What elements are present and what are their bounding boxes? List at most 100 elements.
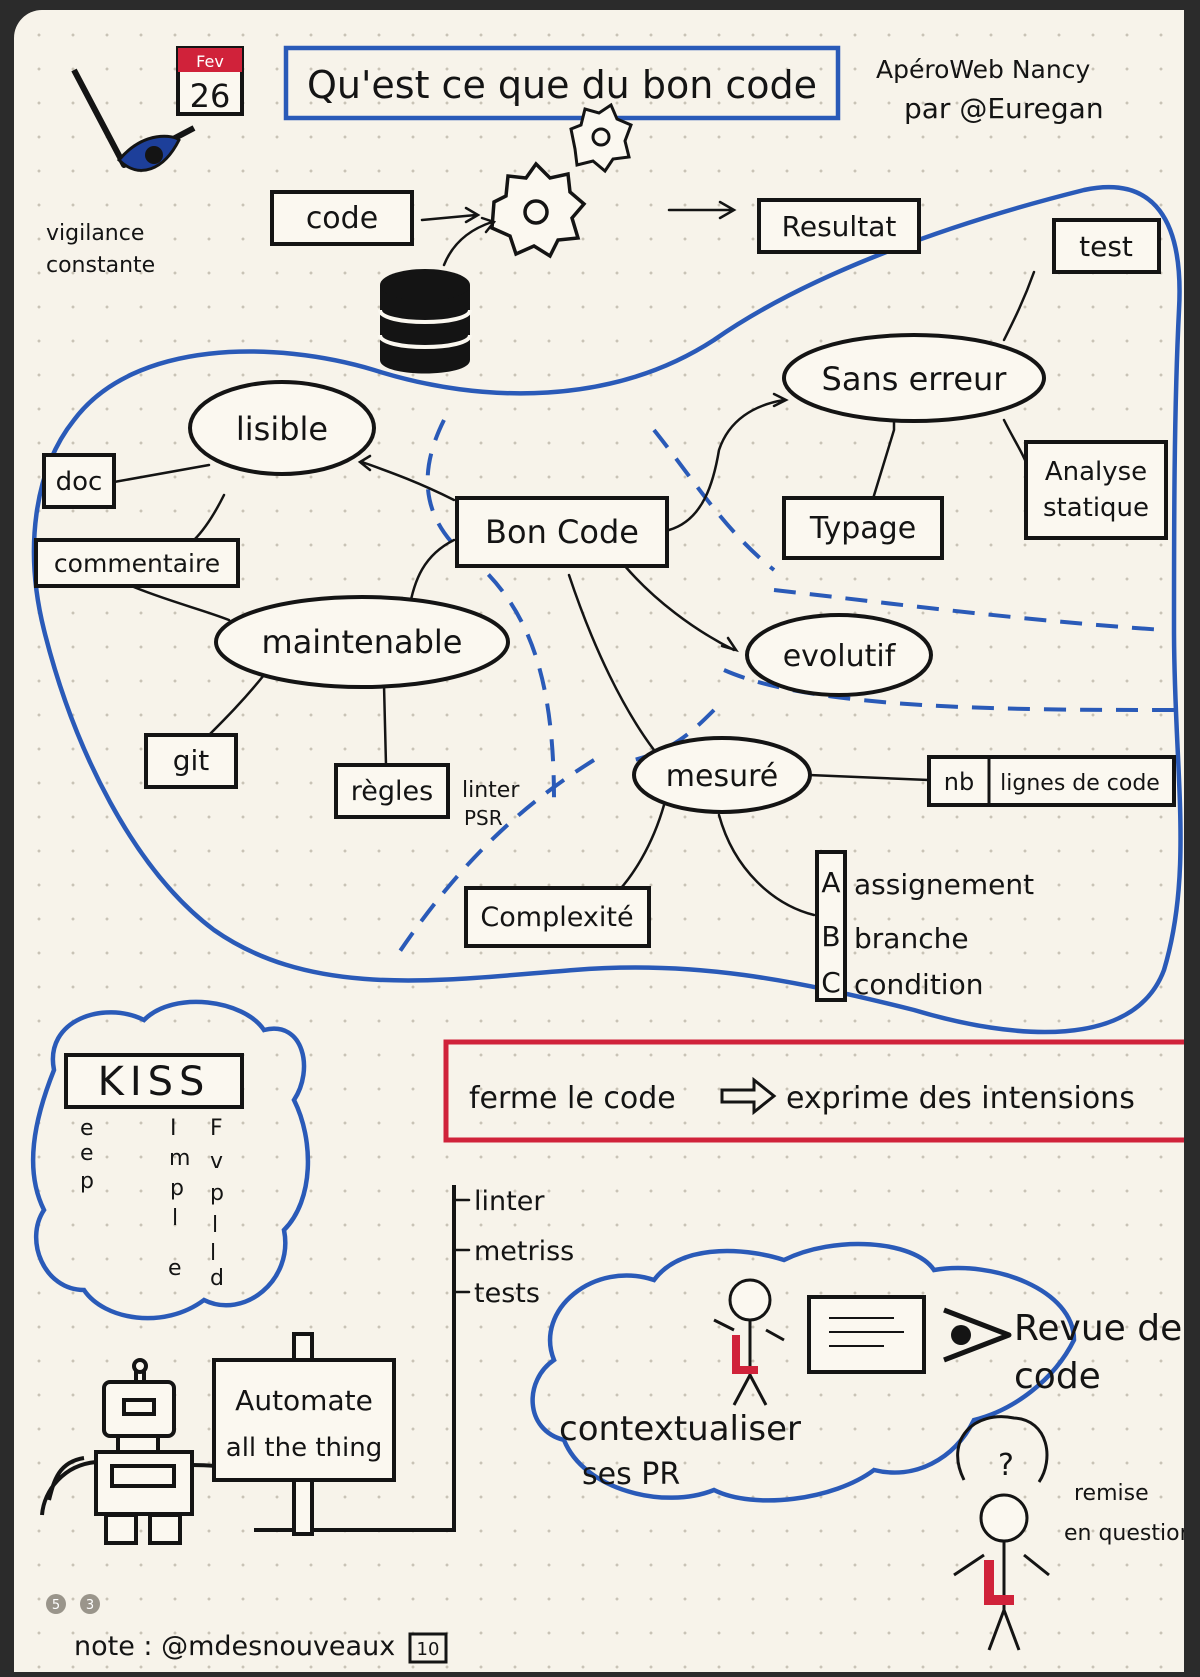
code-label: code (306, 201, 378, 236)
regles-label: règles (351, 776, 433, 807)
footer-badge-1 (46, 1594, 66, 1614)
sign-line-2: all the thing (226, 1433, 382, 1463)
psr-note: PSR (464, 806, 503, 830)
pr-label-2: ses PR (582, 1457, 680, 1492)
gear-icon (490, 161, 587, 259)
center-box (455, 496, 669, 568)
footer-badge-2-text: 3 (86, 1598, 94, 1613)
regles-box (334, 763, 450, 819)
page-title: Qu'est ce que du bon code (307, 63, 817, 107)
evolutif-node (745, 613, 933, 697)
banner-arrow-icon (720, 1076, 777, 1116)
complexite-box (464, 886, 651, 948)
review-label-1: Revue de (1014, 1308, 1182, 1349)
arrow-db-to-gear (442, 216, 497, 267)
abc-word-c: condition (854, 968, 983, 1001)
banner-left: ferme le code (469, 1081, 676, 1116)
sans-erreur-node (782, 333, 1046, 423)
analyse-label-1: Analyse (1045, 457, 1147, 487)
robot-icon (40, 1358, 277, 1545)
database-icon (378, 269, 472, 374)
review-cloud-outline (530, 1241, 1077, 1503)
lisible-node (188, 380, 376, 476)
svg-text:v: v (210, 1149, 223, 1174)
analyse-box (1024, 440, 1168, 540)
arrow-to-result (667, 200, 737, 220)
linter-note: linter (462, 778, 520, 803)
tools-ticks (452, 1198, 471, 1294)
eye-caption-1: vigilance (46, 221, 144, 246)
mesure-node (632, 736, 812, 814)
red-banner (443, 1039, 1184, 1143)
analyse-label-2: statique (1043, 493, 1149, 523)
abc-column (815, 850, 847, 1002)
nb-label: nb (944, 768, 974, 796)
center-label: Bon Code (485, 513, 639, 551)
maintenable-label: maintenable (262, 623, 463, 661)
lignes-label: lignes de code (1000, 771, 1160, 796)
lisible-label: lisible (236, 410, 328, 448)
test-box (1052, 218, 1161, 274)
arrow-to-gear (420, 206, 481, 224)
mindmap-connectors (112, 270, 1036, 917)
question-mark: ? (998, 1448, 1014, 1483)
abc-word-a: assignement (854, 868, 1034, 901)
svg-text:d: d (210, 1266, 224, 1291)
kiss-acronym-columns: e e p I m p l e F v p l l d (80, 1116, 224, 1291)
tools-bracket (254, 1185, 456, 1532)
eye-caption-2: constante (46, 253, 155, 278)
page-number: 10 (417, 1639, 440, 1660)
footer-badge-1-text: 5 (52, 1598, 60, 1613)
abc-letter-c: C (821, 966, 841, 999)
resultat-label: Resultat (782, 210, 897, 243)
tool-tests: tests (474, 1278, 540, 1309)
svg-text:e: e (168, 1256, 182, 1281)
developer-figure (713, 1278, 785, 1406)
svg-text:I: I (170, 1116, 177, 1141)
calendar-month: Fev (196, 52, 224, 71)
svg-text:p: p (80, 1169, 94, 1194)
svg-text:l: l (212, 1213, 218, 1238)
questioning-figure (953, 1415, 1050, 1651)
code-box (270, 190, 414, 246)
remise-label-1: remise (1074, 1481, 1149, 1506)
kiss-title: KISS (98, 1059, 211, 1105)
svg-text:l: l (210, 1241, 216, 1266)
footer-note: note : @mdesnouveaux (74, 1631, 395, 1662)
abc-letter-b: B (821, 920, 840, 953)
svg-text:p: p (170, 1176, 184, 1201)
tool-linter: linter (474, 1186, 545, 1217)
svg-text:e: e (80, 1116, 94, 1141)
gear-icon-small (569, 102, 633, 174)
resultat-box (757, 198, 921, 254)
banner-right: exprime des intensions (786, 1081, 1135, 1116)
tool-metrics: metriss (474, 1236, 574, 1267)
pr-label-1: contextualiser (559, 1409, 801, 1449)
svg-text:p: p (210, 1181, 224, 1206)
evolutif-label: evolutif (783, 639, 897, 674)
review-label-2: code (1014, 1356, 1101, 1397)
git-label: git (173, 744, 210, 777)
git-box (144, 733, 238, 789)
automate-sign: Automate all the thing (212, 1332, 396, 1536)
notebook-page: Fev 26 vigilance constante Qu'est ce que… (14, 10, 1184, 1672)
svg-text:m: m (169, 1146, 190, 1171)
nb-lignes-box (927, 755, 1176, 807)
kiss-box (64, 1053, 244, 1109)
sign-line-1: Automate (235, 1384, 373, 1417)
doc-box (42, 453, 116, 509)
commentaire-box (34, 538, 240, 588)
maintenable-node (214, 595, 510, 689)
blue-cloud-outline (31, 184, 1183, 1035)
footer-badge-2 (80, 1594, 100, 1614)
kiss-cloud-outline (30, 999, 311, 1321)
complexite-label: Complexité (480, 902, 633, 933)
typage-box (782, 496, 944, 560)
svg-text:e: e (80, 1141, 94, 1166)
sketchnote-canvas: Fev 26 vigilance constante Qu'est ce que… (30, 45, 1184, 1664)
mesure-label: mesuré (666, 759, 778, 794)
eye-icon (71, 68, 196, 172)
calendar-day: 26 (190, 77, 231, 115)
test-label: test (1079, 230, 1133, 263)
abc-letter-a: A (821, 866, 840, 899)
